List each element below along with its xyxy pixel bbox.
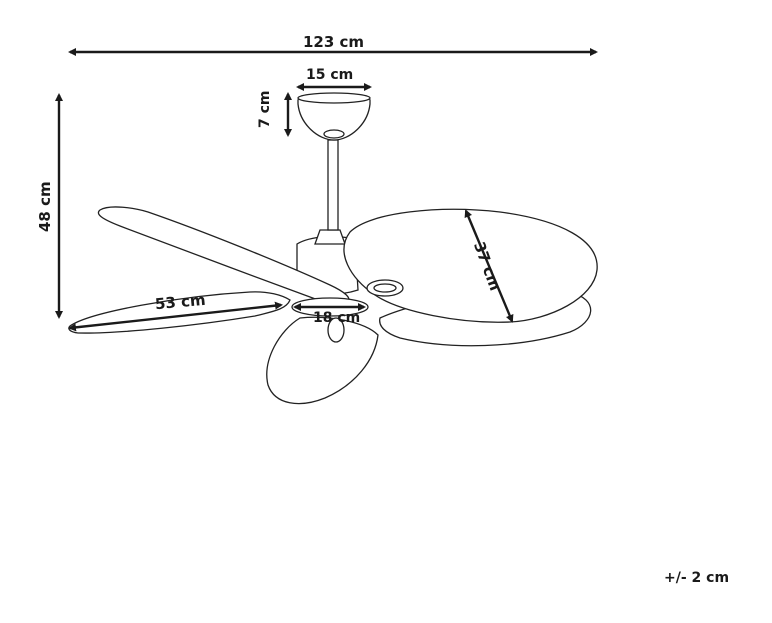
blade-front	[266, 316, 379, 405]
hub-diameter-label: 18 cm	[313, 310, 361, 326]
blade-right-upper	[343, 208, 598, 323]
tolerance-note: +/- 2 cm	[664, 570, 730, 586]
ceiling-canopy	[297, 92, 371, 141]
blade-width-dimension-line	[464, 209, 514, 323]
blade-length-dimension-line	[68, 301, 283, 332]
blade-hub	[291, 279, 404, 343]
total-height-label: 48 cm	[36, 181, 54, 232]
downrod	[327, 139, 339, 231]
canopy-width-label: 15 cm	[306, 67, 354, 83]
total-width-label: 123 cm	[303, 33, 365, 51]
blade-length-label: 53 cm	[154, 290, 207, 314]
canopy-height-label: 7 cm	[257, 90, 273, 128]
